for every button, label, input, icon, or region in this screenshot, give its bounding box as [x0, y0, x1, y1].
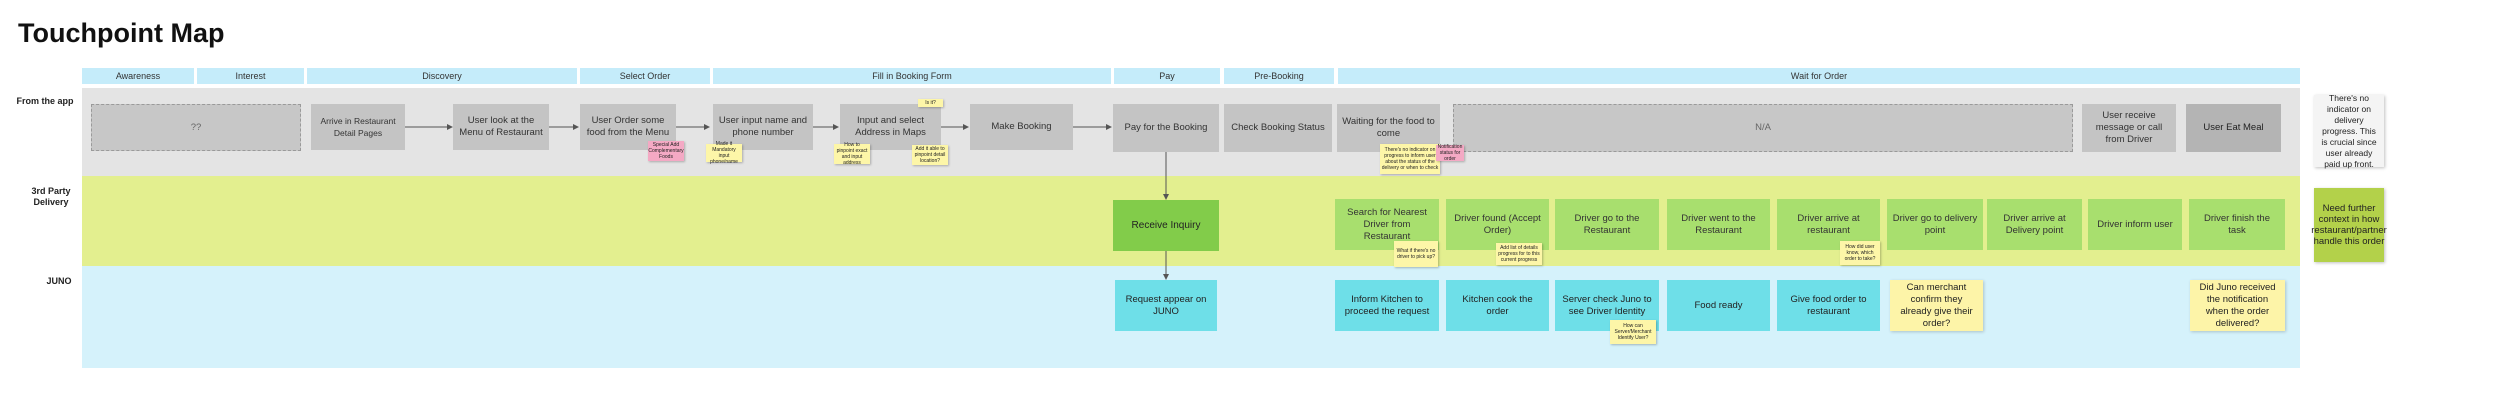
step-input-name-phone: User input name and phone number — [713, 104, 813, 150]
side-note-no-indicator: There's no indicator on delivery progres… — [2314, 93, 2384, 169]
question-juno-received: Did Juno received the notification when … — [2190, 280, 2285, 331]
sticky-note-pinpoint-detail: Add it able to pinpoint detail location? — [912, 145, 948, 165]
sticky-note-identify-user: How can Server/Merchant Identify User? — [1610, 320, 1656, 344]
step-arrive-restaurant: Arrive in Restaurant Detail Pages — [311, 104, 405, 150]
phase-select-order: Select Order — [580, 68, 710, 84]
step-receive-inquiry: Receive Inquiry — [1113, 200, 1219, 251]
step-give-food-order: Give food order to restaurant — [1777, 280, 1880, 331]
sticky-note-tag: Is it? — [918, 99, 943, 107]
phase-pre-booking: Pre-Booking — [1224, 68, 1334, 84]
step-driver-inform-user: Driver inform user — [2088, 199, 2182, 250]
sticky-note-no-driver: What if there's no driver to pick up? — [1394, 241, 1438, 267]
step-driver-arrive-restaurant: Driver arrive at restaurant — [1777, 199, 1880, 250]
lane-label-app: From the app — [16, 96, 74, 106]
step-food-ready: Food ready — [1667, 280, 1770, 331]
sticky-note-which-order: How did user know, which order to take? — [1840, 241, 1880, 265]
page-title: Touchpoint Map — [18, 18, 225, 48]
question-merchant-confirm: Can merchant confirm they already give t… — [1890, 280, 1983, 331]
phase-wait-for-order: Wait for Order — [1338, 68, 2300, 84]
step-receive-message: User receive message or call from Driver — [2082, 104, 2176, 152]
lane-label-juno: JUNO — [46, 276, 72, 286]
lane-label-third-party: 3rd Party Delivery — [31, 186, 71, 207]
step-not-applicable: N/A — [1453, 104, 2073, 152]
phase-discovery: Discovery — [307, 68, 577, 84]
step-driver-went-restaurant: Driver went to the Restaurant — [1667, 199, 1770, 250]
phase-awareness: Awareness — [82, 68, 194, 84]
sticky-note-complementary: Special Add Complementary Foods — [648, 141, 684, 161]
step-pay-booking: Pay for the Booking — [1113, 104, 1219, 152]
step-make-booking: Make Booking — [970, 104, 1073, 150]
phase-pay: Pay — [1114, 68, 1220, 84]
step-eat-meal: User Eat Meal — [2186, 104, 2281, 152]
step-inform-kitchen: Inform Kitchen to proceed the request — [1335, 280, 1439, 331]
sticky-note-mandatory-input: Made it Mandatory input phone/name — [706, 141, 742, 165]
side-note-further-context: Need further context in how restaurant/p… — [2311, 188, 2387, 262]
step-kitchen-cook: Kitchen cook the order — [1446, 280, 1549, 331]
step-look-menu: User look at the Menu of Restaurant — [453, 104, 549, 150]
sticky-note-progress-details: Add list of details progress for to this… — [1496, 243, 1542, 265]
step-check-booking-status: Check Booking Status — [1224, 104, 1332, 152]
step-driver-go-restaurant: Driver go to the Restaurant — [1555, 199, 1659, 250]
step-input-address: Input and select Address in Maps — [840, 104, 941, 150]
step-driver-finish: Driver finish the task — [2189, 199, 2285, 250]
step-driver-go-delivery: Driver go to delivery point — [1887, 199, 1983, 250]
phase-fill-booking-form: Fill in Booking Form — [713, 68, 1111, 84]
step-unknown: ?? — [91, 104, 301, 151]
sticky-note-no-indicator: There's no indicator on progress to info… — [1380, 144, 1440, 174]
sticky-note-notification-status: Notification status for order — [1436, 144, 1464, 162]
step-driver-arrive-delivery: Driver arrive at Delivery point — [1987, 199, 2082, 250]
phase-interest: Interest — [197, 68, 304, 84]
sticky-note-pinpoint-address: How to pinpoint exact and input address — [834, 142, 870, 166]
step-request-on-juno: Request appear on JUNO — [1115, 280, 1217, 331]
step-driver-found: Driver found (Accept Order) — [1446, 199, 1549, 250]
